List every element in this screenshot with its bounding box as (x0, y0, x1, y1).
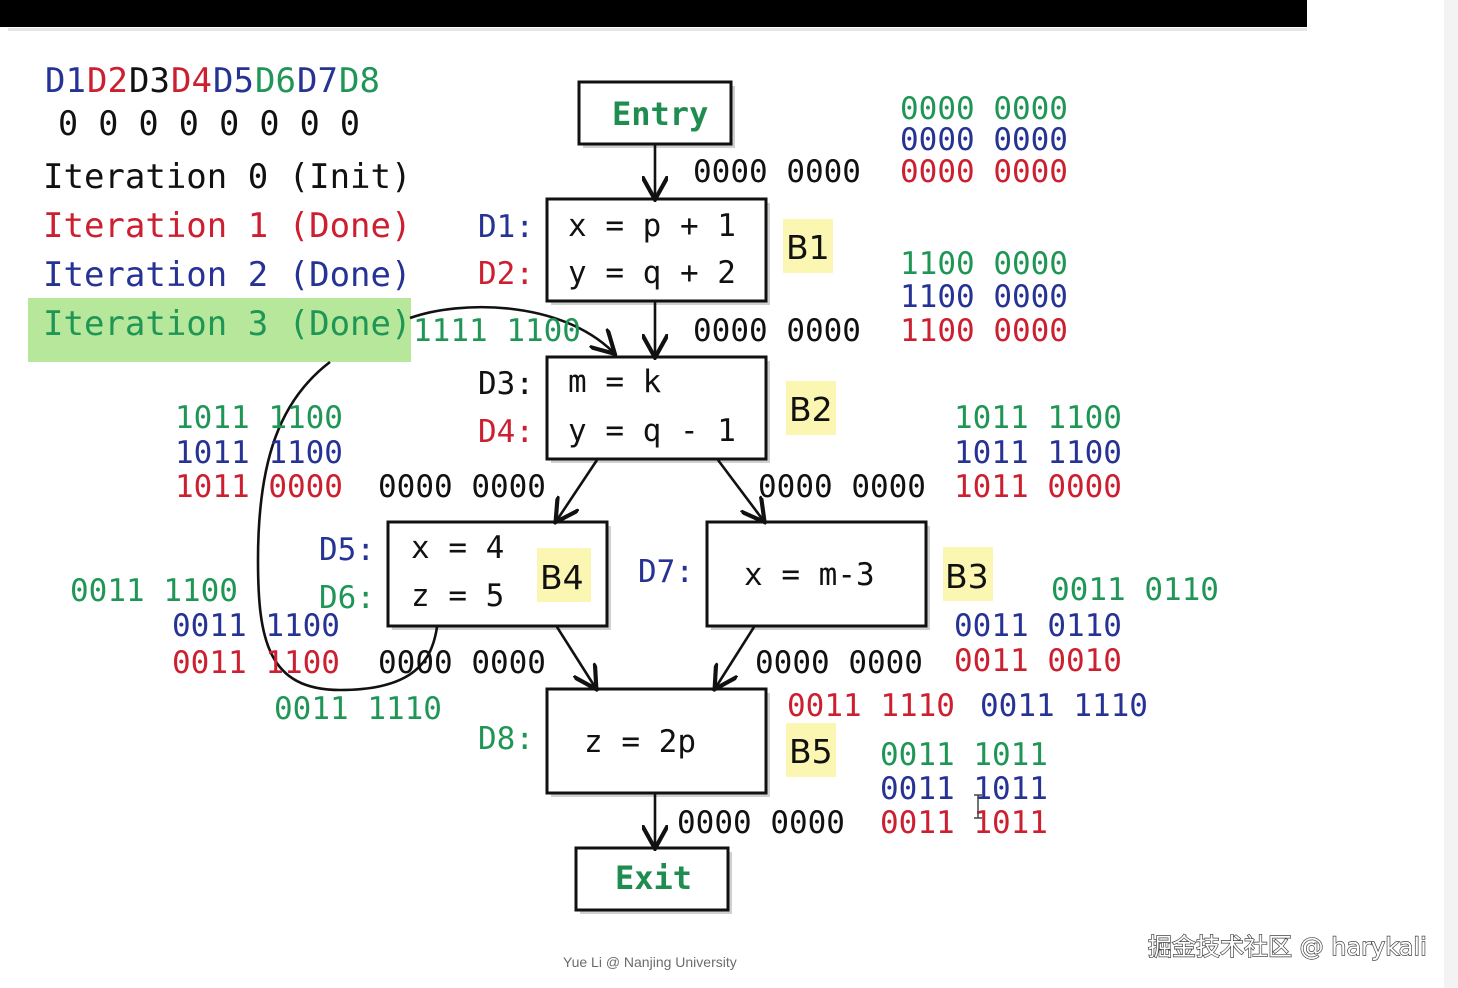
d2-label: D2: (478, 256, 534, 292)
b2-name: B2 (789, 390, 833, 429)
d1-label: D1: (478, 209, 534, 245)
b3-name: B3 (945, 557, 989, 596)
bitvector: 1011 0000 (954, 469, 1122, 505)
bitvector: 0000 0000 (900, 91, 1068, 127)
b4-stmt: z = 5 (411, 578, 504, 614)
iteration-0-label: Iteration 0 (Init) (43, 157, 411, 197)
def-label: D8 (339, 61, 380, 101)
b3-block (705, 520, 928, 628)
bitvector: 0011 1110 (274, 691, 442, 727)
iteration-1-label: Iteration 1 (Done) (43, 206, 411, 246)
bitvector: 1100 0000 (900, 279, 1068, 315)
b3-stmt: x = m-3 (744, 557, 875, 593)
d6-label: D6: (319, 580, 375, 616)
bitvector: 1100 0000 (900, 246, 1068, 282)
bitvector: 0000 0000 (378, 469, 546, 505)
bitvector: 1100 0000 (900, 313, 1068, 349)
edge-b4-b5 (555, 626, 595, 687)
b2-stmt: y = q - 1 (568, 413, 736, 449)
site-watermark: 掘金技术社区 @ harykali (1148, 933, 1427, 961)
top-divider (8, 28, 1307, 31)
b4-stmt: x = 4 (411, 530, 504, 566)
b1-stmt: x = p + 1 (568, 208, 736, 244)
bitvector: 1111 1100 (413, 313, 581, 349)
bitvector: 0000 0000 (755, 645, 923, 681)
slide-credit: Yue Li @ Nanjing University (563, 954, 737, 970)
iteration-2-label: Iteration 2 (Done) (43, 255, 411, 295)
bitvector: 0011 1011 (880, 771, 1048, 807)
def-label: D1 (45, 61, 86, 101)
d8-label: D8: (478, 721, 534, 757)
b1-stmt: y = q + 2 (568, 255, 736, 291)
iteration-3-label: Iteration 3 (Done) (43, 304, 411, 344)
bitvector: 1011 1100 (954, 400, 1122, 436)
def-label: D6 (255, 61, 296, 101)
bitvector: 0011 1011 (880, 805, 1048, 841)
edge-b2-b3 (716, 459, 763, 520)
entry-node-box (577, 80, 733, 146)
b1-name-bg (783, 219, 833, 273)
top-black-bar (0, 0, 1307, 27)
bitvector: 1011 0000 (175, 469, 343, 505)
cfg-edges (256, 145, 763, 846)
edge-b3-b5 (716, 626, 756, 687)
bitvector: 1011 1100 (954, 435, 1122, 471)
bitvector: 0011 0110 (954, 608, 1122, 644)
bitvector: 0011 0110 (1051, 572, 1219, 608)
b5-block (545, 687, 768, 795)
b5-name-bg (786, 723, 836, 777)
edge-b2-b4 (557, 459, 599, 520)
b2-stmt: m = k (568, 364, 662, 400)
bitvector: 0000 0000 (758, 469, 926, 505)
d4-label: D4: (478, 414, 534, 450)
text-cursor-icon (974, 794, 982, 819)
iteration-3-highlight (28, 298, 411, 362)
def-label: D3 (129, 61, 170, 101)
b2-block (545, 355, 768, 461)
right-gutter (1444, 0, 1458, 988)
edge-b4-b2-backedge (256, 305, 613, 692)
bitvector: 0011 0010 (954, 643, 1122, 679)
bitvector: 0011 1110 (787, 688, 955, 724)
b4-name-bg (537, 548, 591, 602)
bitvector: 1011 1100 (175, 435, 343, 471)
bitvector: 0000 0000 (677, 805, 845, 841)
b5-stmt: z = 2p (584, 724, 696, 760)
bitvector: 0000 0000 (900, 154, 1068, 190)
bitvector: 0000 0000 (693, 313, 861, 349)
def-label: D2 (87, 61, 128, 101)
exit-label: Exit (615, 859, 692, 897)
def-label: D7 (297, 61, 338, 101)
def-header: D1 D2 D3 D4 D5 D6 D7 D8 (45, 61, 380, 101)
bitvector: 0011 1100 (70, 573, 238, 609)
bitvector: 0000 0000 (378, 645, 546, 681)
entry-label: Entry (612, 95, 708, 133)
def-label: D4 (171, 61, 212, 101)
bitvector-labels: 0000 0000 0000 0000 0000 0000 0000 0000 … (70, 91, 1219, 841)
d3-label: D3: (478, 366, 534, 402)
initial-bits: 0 0 0 0 0 0 0 0 (58, 104, 360, 144)
b1-name: B1 (786, 228, 830, 267)
bitvector: 0011 1100 (172, 608, 340, 644)
bitvector: 1011 1100 (175, 400, 343, 436)
d5-label: D5: (319, 532, 375, 568)
bitvector: 0011 1110 (980, 688, 1148, 724)
bitvector: 0000 0000 (900, 122, 1068, 158)
bitvector: 0000 0000 (693, 154, 861, 190)
bitvector: 0011 1100 (172, 645, 340, 681)
def-label: D5 (213, 61, 254, 101)
d7-label: D7: (638, 554, 694, 590)
b5-name: B5 (789, 732, 833, 771)
b2-name-bg (786, 381, 836, 435)
b3-name-bg (943, 547, 993, 601)
b1-block (545, 197, 768, 303)
b4-name: B4 (540, 558, 584, 597)
bitvector: 0011 1011 (880, 737, 1048, 773)
